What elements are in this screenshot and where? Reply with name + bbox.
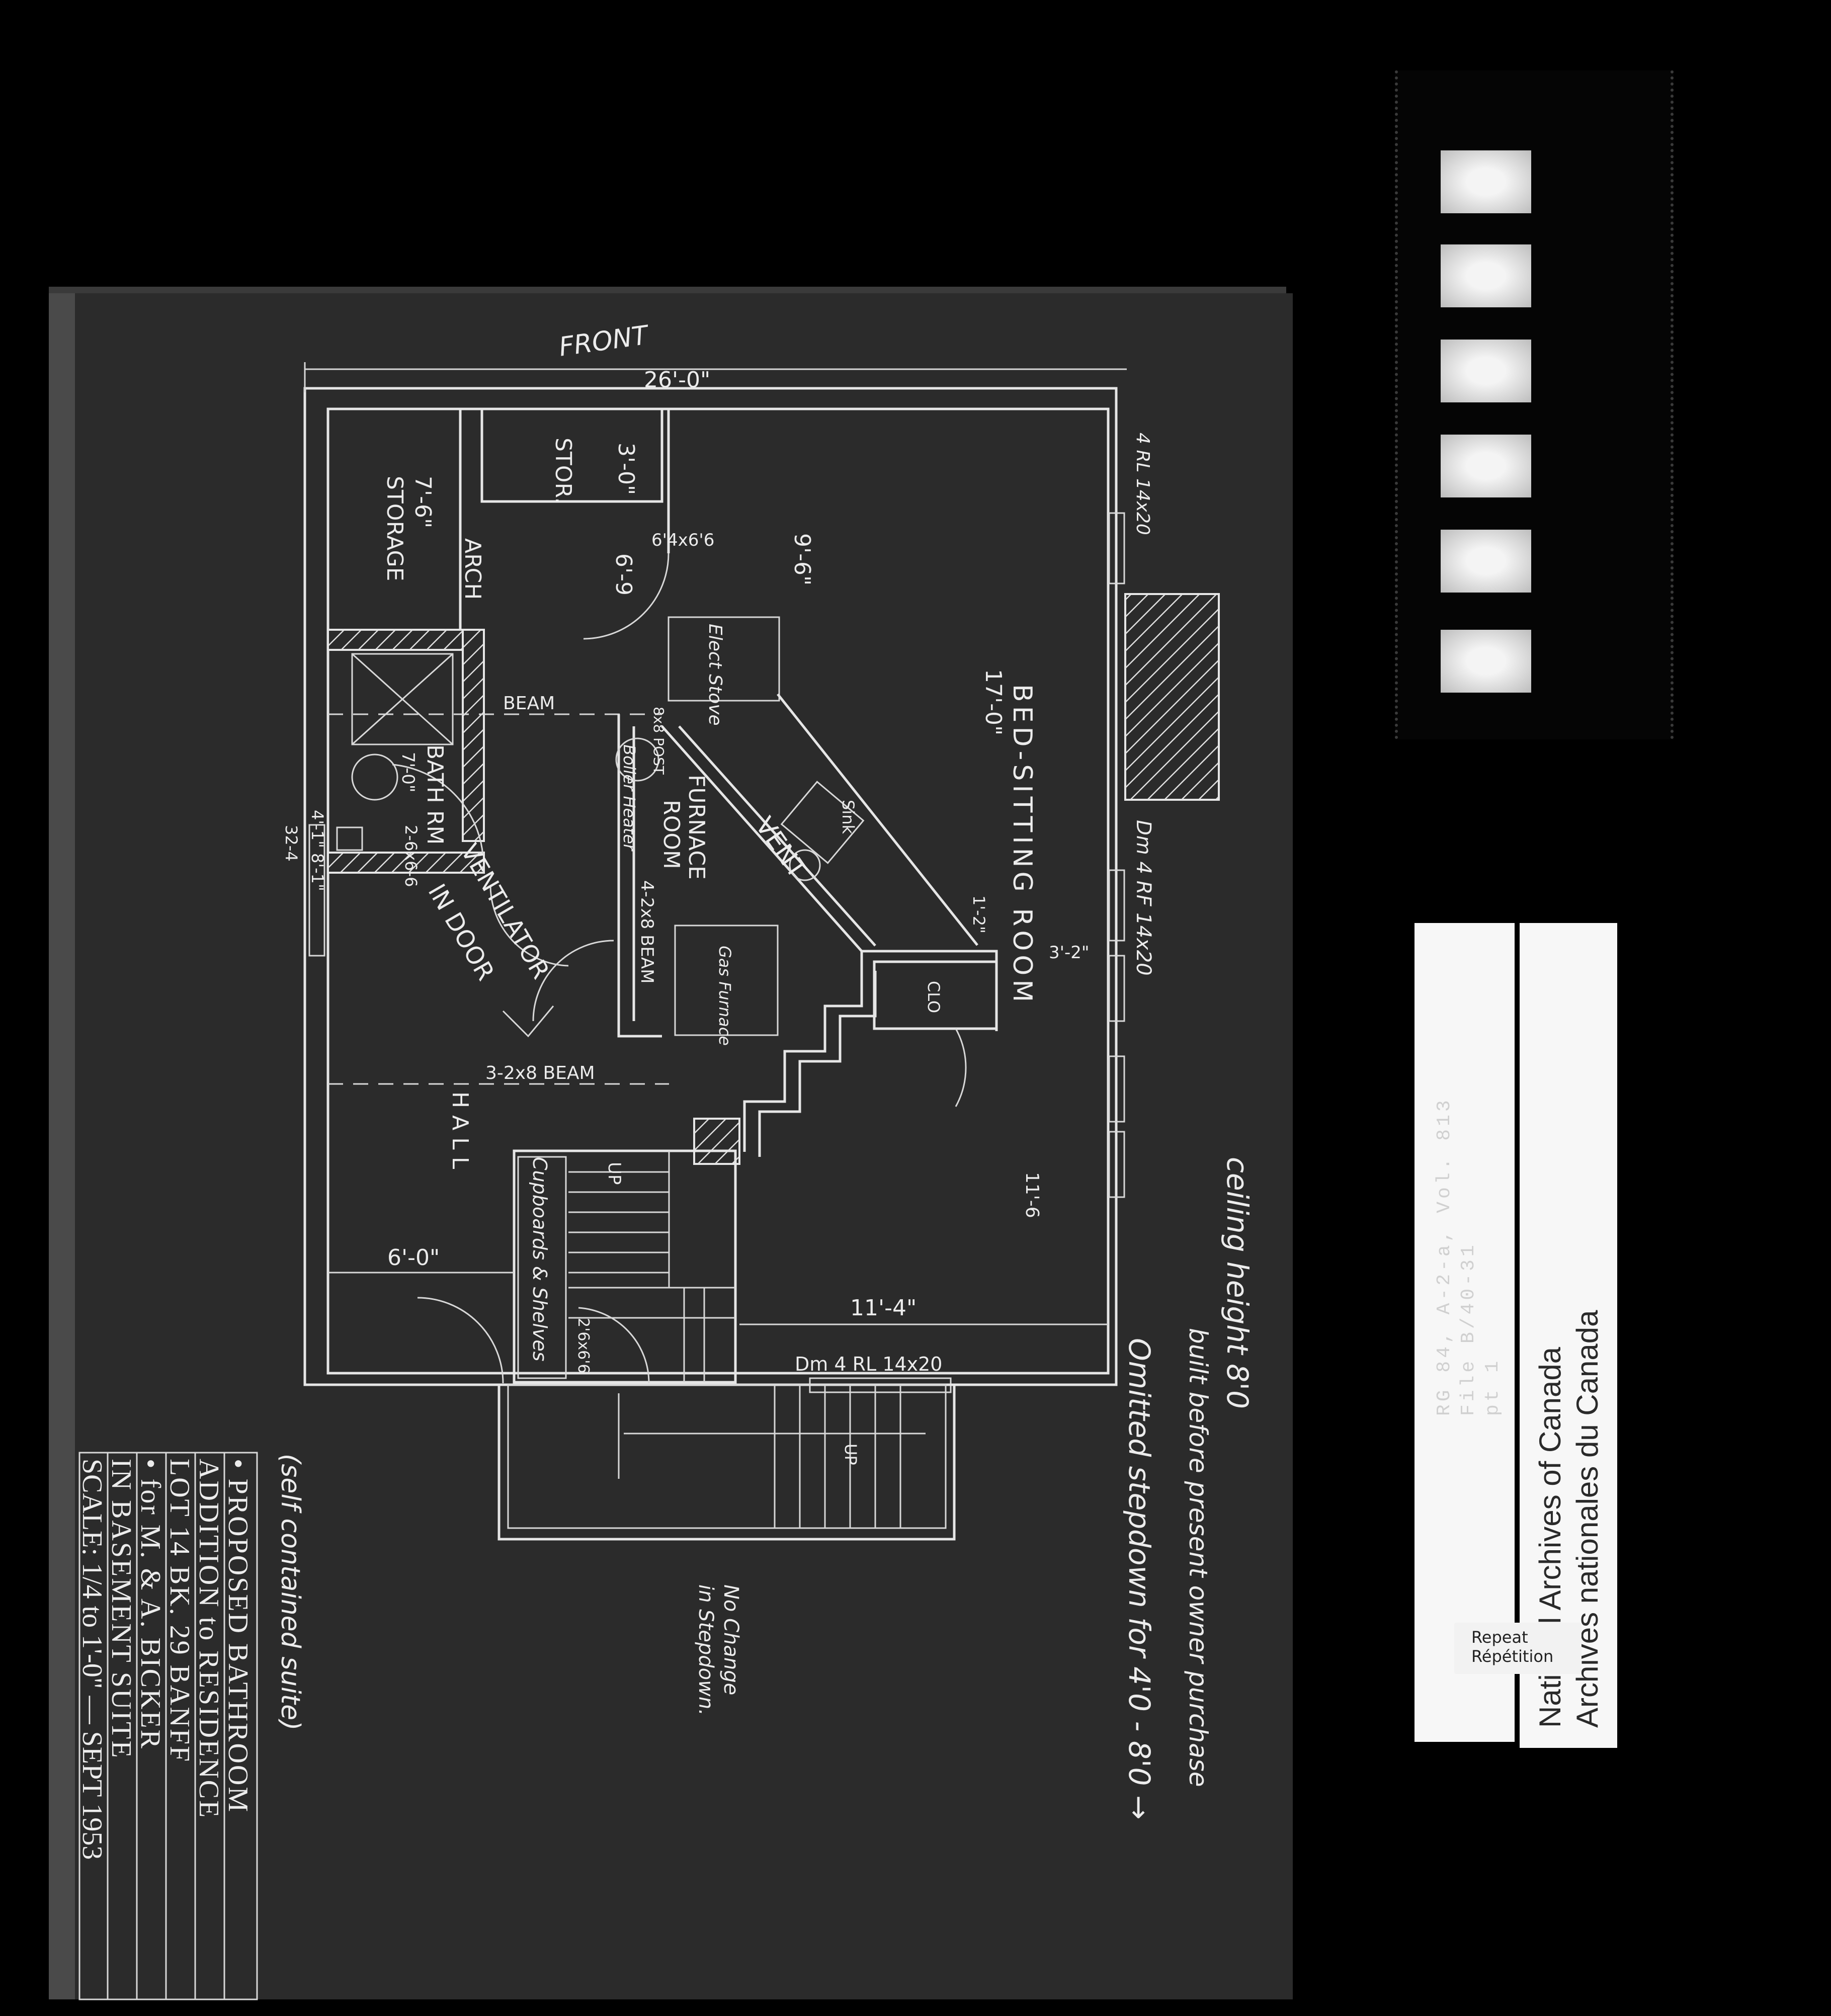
- no-change-note-2: in Stepdown.: [694, 1584, 717, 1716]
- archive-institution-label: National Archives of Canada Archives nat…: [1520, 923, 1617, 1748]
- title-block: • PROPOSED BATHROOM ADDITION to RESIDENC…: [76, 1452, 258, 2000]
- window-right-label: Dm 4 RF 14x20: [1132, 820, 1155, 976]
- dim-3-2: 3'-2": [1049, 943, 1090, 963]
- paper-left-margin: [49, 293, 75, 1999]
- repeat-french: Répétition: [1471, 1647, 1554, 1666]
- dim-1-2: 1'-2": [969, 895, 988, 934]
- front-label: FRONT: [557, 320, 652, 363]
- ceiling-note: ceiling height 8'0: [1220, 1157, 1255, 1409]
- title-line: • for M. & A. BICKER: [135, 1459, 166, 1750]
- hall-dim: 6'-0": [387, 1245, 440, 1271]
- omitted-stepdown-note: Omitted stepdown for 4'0 - 8'0 →: [1122, 1338, 1156, 1820]
- film-strip: [1395, 70, 1674, 739]
- beam-4-label: 4-2x8 BEAM: [637, 880, 657, 984]
- hall-label: HALL: [447, 1091, 473, 1176]
- blueprint-sheet: [49, 293, 1293, 1999]
- title-line: LOT 14 BK. 29 BANFF: [164, 1459, 195, 1763]
- bed-sitting-room-label: BED-SITTING ROOM: [1007, 684, 1037, 1006]
- film-frame-window: [1441, 244, 1531, 307]
- post-label: 8x8 POST: [650, 707, 667, 775]
- boiler-label: Boiler Heater: [620, 744, 639, 852]
- arch-label: ARCH: [460, 538, 485, 600]
- film-frame-window: [1441, 630, 1531, 693]
- cupboards-label: Cupboards & Shelves: [529, 1157, 551, 1362]
- dim-11-4: 11'-4": [850, 1295, 917, 1321]
- bath-dim: 7'-0": [398, 752, 418, 793]
- film-frame-window: [1441, 340, 1531, 402]
- vent-label: VENT: [750, 812, 812, 884]
- elect-stove-label: Elect Stove: [705, 624, 725, 726]
- stair-door-size: 2'6x6'6: [574, 1318, 592, 1374]
- title-line: SCALE: 1/4 to 1'-0" — SEPT 1953: [76, 1459, 108, 1860]
- window-bottom-label: Dm 4 RL 14x20: [795, 1353, 942, 1375]
- exterior-stair-up-label: UP: [841, 1444, 860, 1465]
- closet-label: CLO: [924, 981, 943, 1013]
- door-size: 6'4x6'6: [651, 530, 714, 550]
- storage-dim: 7'-6": [410, 476, 436, 528]
- repeat-english: Repeat: [1471, 1628, 1528, 1647]
- bath-door: 2-6x6-6: [401, 825, 421, 887]
- storage-label: STORAGE: [382, 476, 407, 581]
- bath-side-dim: 32-4: [282, 825, 301, 862]
- built-before-note: built before present owner purchase: [1184, 1328, 1213, 1787]
- bed-room-dim: 17'-0": [980, 669, 1006, 735]
- furnace-room-label-2: ROOM: [658, 800, 684, 869]
- archive-reference-label: RG 84, A-2-a, Vol. 813 File B/40-31 pt 1: [1414, 923, 1515, 1742]
- beam-3-label: 3-2x8 BEAM: [485, 1063, 595, 1083]
- overall-width-dim: 26'-0": [644, 367, 710, 393]
- film-frame-window: [1441, 530, 1531, 593]
- film-frame-window: [1441, 150, 1531, 213]
- repeat-label: Repeat Répétition: [1454, 1623, 1582, 1674]
- film-frame-window: [1441, 435, 1531, 497]
- door-dim: 6'-9: [611, 553, 636, 596]
- dim-11-6: 11'-6: [1022, 1172, 1042, 1218]
- furnace-room-label: FURNACE: [684, 775, 709, 880]
- no-change-note: No Change: [719, 1584, 742, 1695]
- stair-up-label: UP: [604, 1162, 624, 1185]
- gas-furnace-label: Gas Furnace: [715, 946, 734, 1046]
- title-line: ADDITION to RESIDENCE: [193, 1459, 224, 1819]
- sink-label: Sink: [839, 800, 858, 834]
- beam-label: BEAM: [503, 693, 555, 714]
- bath-width-dim: 4'-1" 8'-1": [308, 810, 327, 891]
- stor-label: STOR.: [550, 438, 576, 504]
- bath-label: BATH RM: [422, 744, 448, 845]
- kitchen-dim: 9'-6": [789, 533, 815, 585]
- title-line: IN BASEMENT SUITE: [106, 1459, 137, 1759]
- self-contained-note: (self contained suite): [275, 1454, 305, 1730]
- window-top-label: 4 RL 14x20: [1132, 433, 1153, 535]
- title-line: • PROPOSED BATHROOM: [222, 1459, 254, 1813]
- walls: [303, 362, 1220, 1541]
- stor-dim: 3'-0": [613, 443, 639, 495]
